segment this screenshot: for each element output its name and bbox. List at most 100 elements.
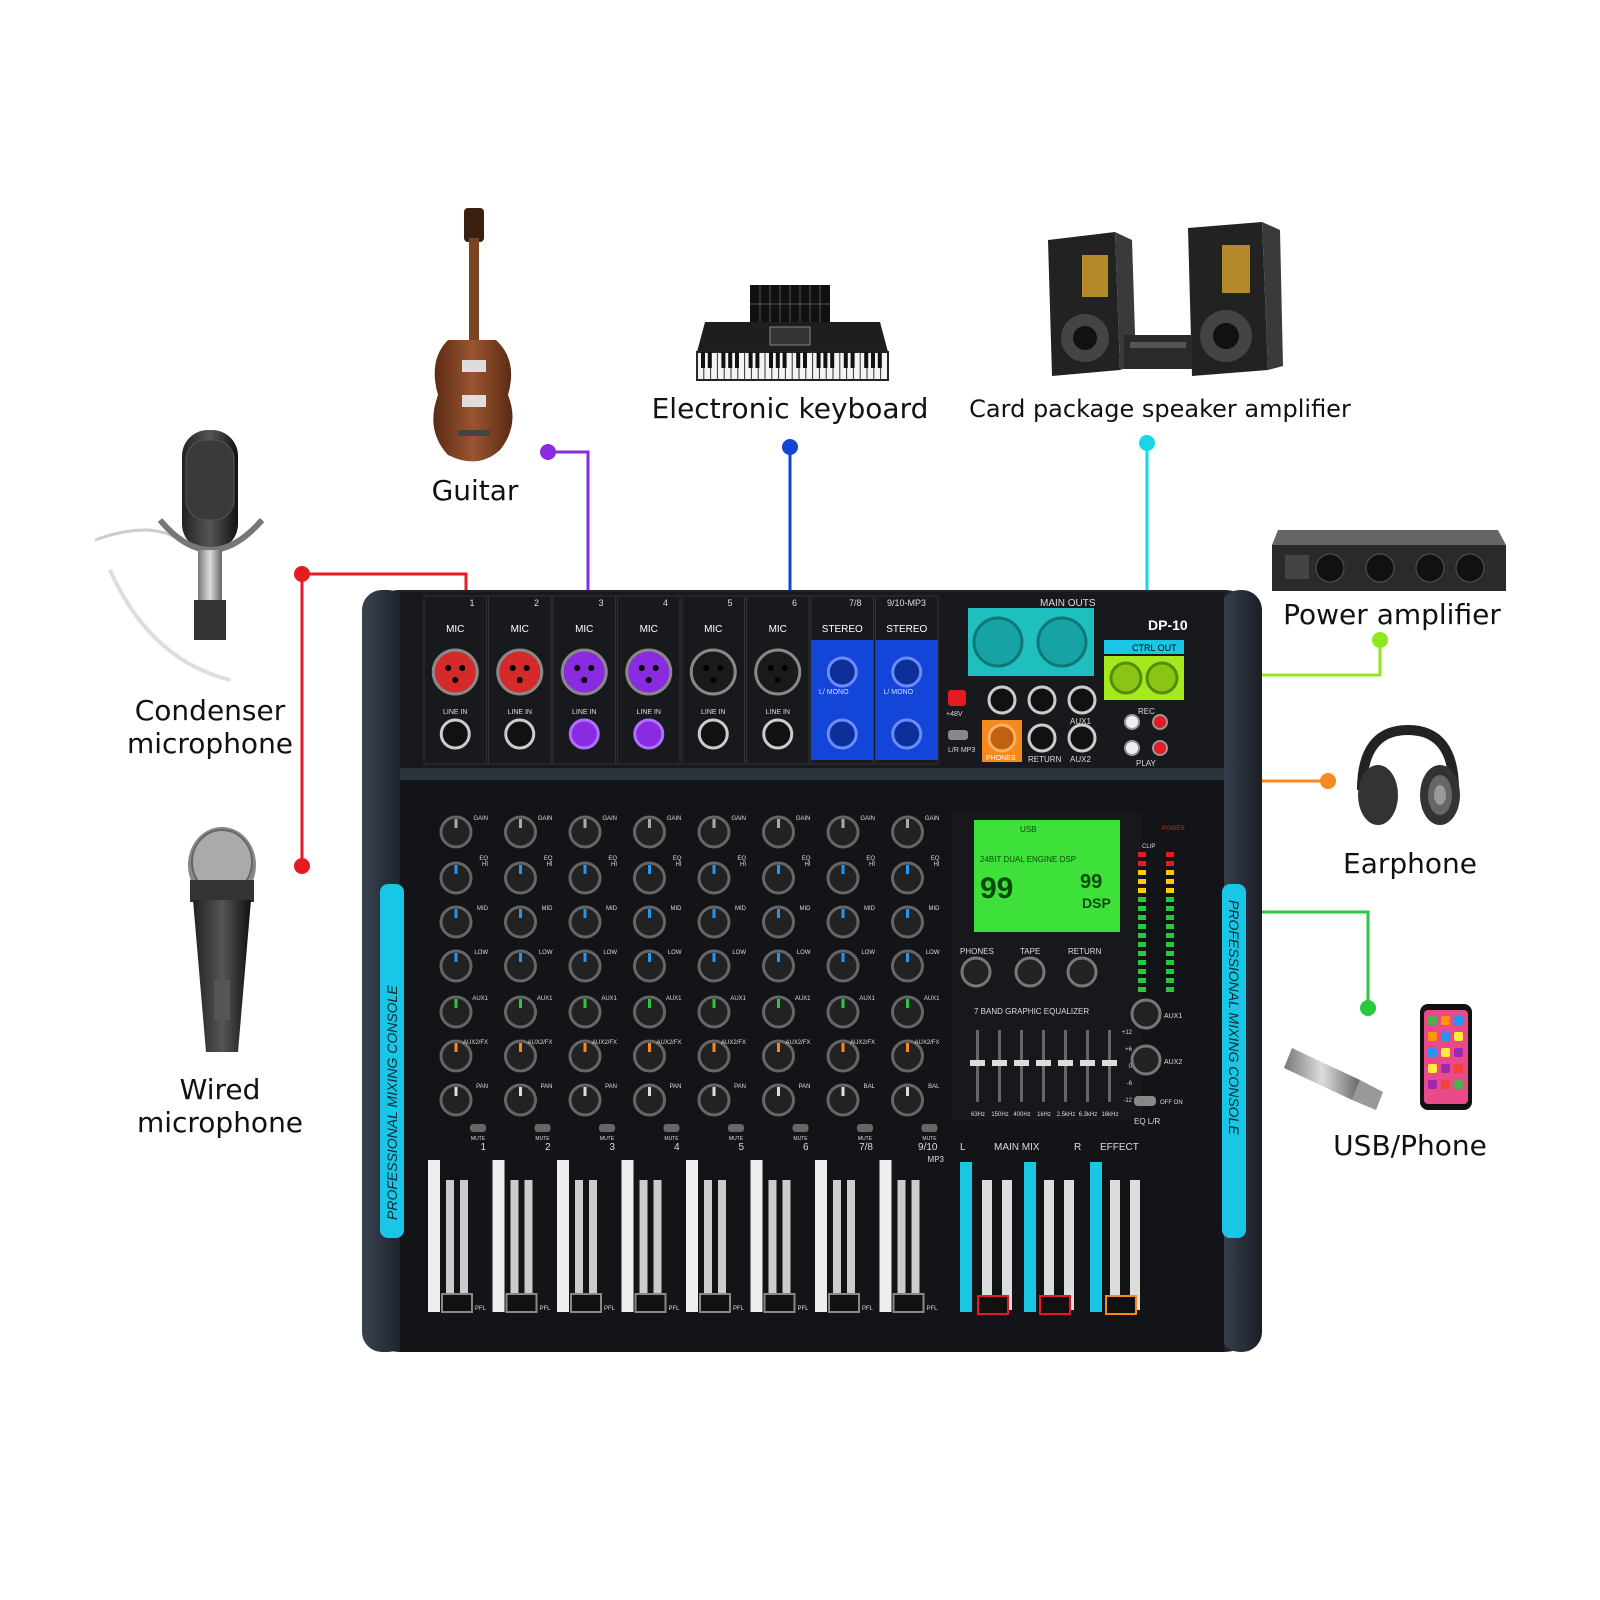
channel-8-knob-1[interactable]: [891, 815, 924, 849]
channel-5-fader-cap[interactable]: [699, 1293, 731, 1313]
channel-1-mute-button[interactable]: [470, 1124, 486, 1132]
channel-8-fader-cap[interactable]: [892, 1293, 925, 1313]
return-jack[interactable]: [1027, 723, 1057, 753]
channel-6-mute-button[interactable]: [792, 1124, 809, 1132]
channel-7-knob-5[interactable]: [826, 995, 860, 1029]
channel-1-knob-5[interactable]: [439, 995, 473, 1029]
main-out-right-xlr[interactable]: [1036, 616, 1088, 668]
channel-4-knob-5[interactable]: [633, 995, 666, 1029]
channel-6-knob-7[interactable]: [762, 1083, 795, 1117]
channel-8-knob-5[interactable]: [891, 995, 924, 1029]
channel-1-knob-4[interactable]: [439, 949, 473, 983]
channel-7-knob-3[interactable]: [826, 905, 860, 939]
play-right-rca[interactable]: [1152, 740, 1168, 756]
effect-fader-cap[interactable]: [1105, 1295, 1137, 1315]
channel-1-knob-1[interactable]: [439, 815, 473, 849]
mic-xlr-input-4[interactable]: [625, 648, 673, 696]
return-level-knob[interactable]: [1066, 956, 1098, 988]
channel-8-knob-4[interactable]: [891, 949, 924, 983]
channel-2-knob-4[interactable]: [504, 949, 537, 983]
phantom-switch[interactable]: [948, 690, 966, 706]
stereo-l-jack-7[interactable]: [826, 656, 858, 688]
channel-3-knob-7[interactable]: [568, 1083, 602, 1117]
geq-slider-3[interactable]: [1014, 1060, 1029, 1066]
channel-5-knob-7[interactable]: [697, 1083, 731, 1117]
line-in-jack-5[interactable]: [697, 718, 729, 750]
stereo-r-jack-8[interactable]: [891, 718, 923, 750]
channel-8-mute-button[interactable]: [921, 1124, 938, 1132]
aux-l-jack[interactable]: [987, 685, 1017, 715]
mic-xlr-input-1[interactable]: [431, 648, 479, 696]
geq-slider-6[interactable]: [1080, 1060, 1095, 1066]
line-in-jack-6[interactable]: [762, 718, 794, 750]
channel-5-knob-1[interactable]: [697, 815, 731, 849]
channel-1-knob-2[interactable]: [439, 861, 473, 895]
channel-4-knob-3[interactable]: [633, 905, 666, 939]
geq-slider-7[interactable]: [1102, 1060, 1117, 1066]
channel-8-knob-3[interactable]: [891, 905, 924, 939]
channel-5-knob-5[interactable]: [697, 995, 731, 1029]
phones-level-knob[interactable]: [960, 956, 992, 988]
ctrl-out-right-jack[interactable]: [1145, 661, 1179, 695]
channel-5-knob-6[interactable]: [697, 1039, 731, 1073]
channel-8-knob-6[interactable]: [891, 1039, 924, 1073]
channel-7-knob-6[interactable]: [826, 1039, 860, 1073]
rec-left-rca[interactable]: [1124, 714, 1140, 730]
channel-5-knob-3[interactable]: [697, 905, 731, 939]
channel-1-fader-cap[interactable]: [441, 1293, 473, 1313]
channel-4-knob-6[interactable]: [633, 1039, 666, 1073]
channel-7-knob-7[interactable]: [826, 1083, 860, 1117]
channel-3-knob-2[interactable]: [568, 861, 602, 895]
channel-4-knob-1[interactable]: [633, 815, 666, 849]
master-aux2-knob[interactable]: [1130, 1044, 1162, 1076]
channel-4-mute-button[interactable]: [663, 1124, 680, 1132]
channel-4-knob-7[interactable]: [633, 1083, 666, 1117]
mic-xlr-input-2[interactable]: [496, 648, 544, 696]
channel-6-knob-5[interactable]: [762, 995, 795, 1029]
geq-slider-5[interactable]: [1058, 1060, 1073, 1066]
channel-2-knob-5[interactable]: [504, 995, 537, 1029]
channel-6-knob-1[interactable]: [762, 815, 795, 849]
channel-3-mute-button[interactable]: [599, 1124, 615, 1132]
geq-slider-2[interactable]: [992, 1060, 1007, 1066]
mic-xlr-input-5[interactable]: [689, 648, 737, 696]
geq-slider-4[interactable]: [1036, 1060, 1051, 1066]
channel-6-fader-cap[interactable]: [763, 1293, 796, 1313]
channel-6-knob-3[interactable]: [762, 905, 795, 939]
channel-3-knob-4[interactable]: [568, 949, 602, 983]
phones-jack[interactable]: [987, 723, 1017, 753]
stereo-l-jack-8[interactable]: [891, 656, 923, 688]
channel-7-knob-4[interactable]: [826, 949, 860, 983]
channel-7-knob-1[interactable]: [826, 815, 860, 849]
mic-xlr-input-3[interactable]: [560, 648, 608, 696]
channel-2-mute-button[interactable]: [534, 1124, 551, 1132]
ctrl-out-left-jack[interactable]: [1109, 661, 1143, 695]
master-aux1-knob[interactable]: [1130, 998, 1162, 1030]
lr-mp3-switch[interactable]: [948, 730, 968, 740]
line-in-jack-3[interactable]: [568, 718, 600, 750]
channel-6-knob-2[interactable]: [762, 861, 795, 895]
channel-3-knob-5[interactable]: [568, 995, 602, 1029]
channel-2-knob-7[interactable]: [504, 1083, 537, 1117]
line-in-jack-1[interactable]: [439, 718, 471, 750]
channel-2-knob-1[interactable]: [504, 815, 537, 849]
channel-2-knob-3[interactable]: [504, 905, 537, 939]
line-in-jack-2[interactable]: [504, 718, 536, 750]
channel-4-fader-cap[interactable]: [634, 1293, 667, 1313]
main-out-left-xlr[interactable]: [972, 616, 1024, 668]
channel-1-knob-7[interactable]: [439, 1083, 473, 1117]
channel-7-fader-cap[interactable]: [828, 1293, 860, 1313]
channel-5-knob-4[interactable]: [697, 949, 731, 983]
aux-r-jack[interactable]: [1027, 685, 1057, 715]
mic-xlr-input-6[interactable]: [754, 648, 802, 696]
channel-3-knob-1[interactable]: [568, 815, 602, 849]
channel-1-knob-3[interactable]: [439, 905, 473, 939]
channel-7-knob-2[interactable]: [826, 861, 860, 895]
stereo-r-jack-7[interactable]: [826, 718, 858, 750]
tape-level-knob[interactable]: [1014, 956, 1046, 988]
channel-8-knob-2[interactable]: [891, 861, 924, 895]
channel-7-mute-button[interactable]: [857, 1124, 873, 1132]
main-left-fader-cap[interactable]: [977, 1295, 1009, 1315]
line-in-jack-4[interactable]: [633, 718, 665, 750]
channel-3-knob-6[interactable]: [568, 1039, 602, 1073]
